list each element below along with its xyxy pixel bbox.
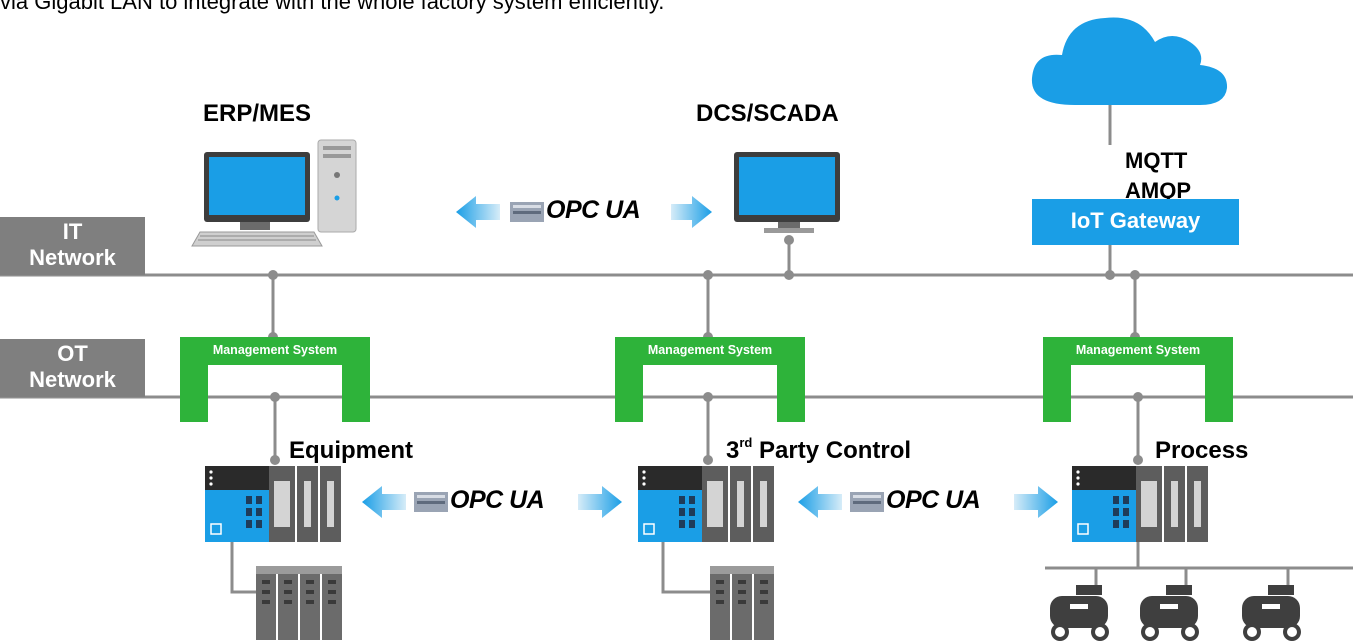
process-label: Process (1155, 437, 1249, 464)
monitor-icon (734, 152, 840, 233)
third-party-prefix: 3 (726, 437, 740, 464)
opc-ua-logo-right: OPC UA (886, 486, 981, 514)
equipment-label: Equipment (289, 437, 413, 464)
opc-ua-logo-top: OPC UA (546, 196, 641, 224)
third-party-suffix: Party Control (752, 437, 912, 464)
it-network-label-line1: IT (62, 219, 83, 244)
protocol-amqp: AMQP (1125, 178, 1191, 203)
opc-ua-logo-left: OPC UA (450, 486, 545, 514)
plc-controller-icon-equipment (205, 466, 341, 542)
compressor-icon-3 (1242, 585, 1301, 641)
compressor-icon-2 (1140, 585, 1199, 641)
management-system-frame-3 (1043, 337, 1233, 422)
protocol-list: MQTT AMQP (1125, 146, 1191, 206)
desktop-computer-icon (191, 139, 357, 247)
compressor-icon-1 (1050, 585, 1109, 641)
erp-mes-label: ERP/MES (203, 100, 312, 127)
opc-ua-arrows-right (798, 486, 1058, 518)
opc-ua-arrows-top (456, 196, 712, 228)
third-party-control-label: 3rd Party Control (726, 435, 912, 465)
management-system-frame-2 (615, 337, 805, 422)
cloud-icon (1031, 17, 1228, 105)
opc-ua-logo-mark-top (510, 202, 544, 222)
intro-text: via Gigabit LAN to integrate with the wh… (0, 0, 665, 14)
ot-network-label-line1: OT (57, 341, 88, 366)
iot-gateway-box: IoT Gateway (1032, 199, 1239, 245)
management-system-frame-1 (180, 337, 370, 422)
protocol-mqtt: MQTT (1125, 148, 1188, 173)
ot-network-label-line2: Network (29, 367, 116, 392)
it-network-label: IT Network (0, 217, 145, 275)
management-system-label-3: Management System (1075, 343, 1201, 357)
opc-ua-logo-mark-left (414, 492, 448, 512)
io-module-rack-third-party (710, 566, 774, 640)
management-system-label-2: Management System (647, 343, 773, 357)
management-system-label-1: Management System (212, 343, 338, 357)
plc-controller-icon-process (1072, 466, 1208, 542)
it-network-label-line2: Network (29, 245, 116, 270)
ot-network-label: OT Network (0, 339, 145, 397)
third-party-superscript: rd (739, 435, 753, 450)
opc-ua-arrows-left (362, 486, 622, 518)
plc-controller-icon-third-party (638, 466, 774, 542)
connectors (230, 105, 1353, 594)
io-module-rack-equipment (256, 566, 342, 640)
opc-ua-logo-mark-right (850, 492, 884, 512)
dcs-scada-label: DCS/SCADA (696, 100, 839, 127)
